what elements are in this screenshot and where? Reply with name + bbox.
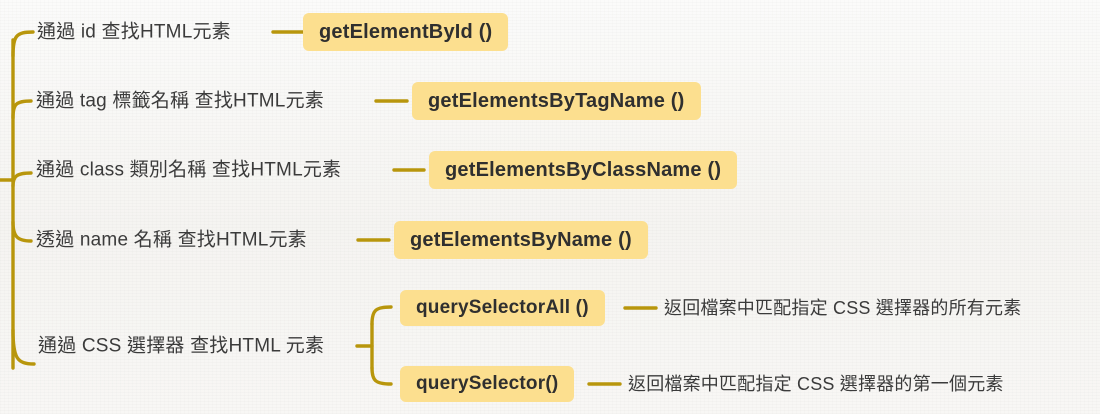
method-chip-query-selector[interactable]: querySelector() <box>400 366 575 402</box>
branch-label-by-tag[interactable]: 通過 tag 標籤名稱 查找HTML元素 <box>36 90 324 112</box>
branch-label-by-css[interactable]: 通過 CSS 選擇器 查找HTML 元素 <box>38 335 325 357</box>
branch-line-by-id <box>11 30 35 58</box>
method-chip-get-element-by-id[interactable]: getElementById () <box>303 13 509 51</box>
branch-line-by-tag <box>11 99 33 120</box>
method-chip-get-elements-by-class-name[interactable]: getElementsByClassName () <box>429 151 738 189</box>
branch-label-by-name[interactable]: 透過 name 名稱 查找HTML元素 <box>36 229 307 251</box>
method-chip-query-selector-all[interactable]: querySelectorAll () <box>400 290 605 326</box>
branch-line-by-name <box>11 220 33 243</box>
method-chip-get-elements-by-name[interactable]: getElementsByName () <box>394 221 648 259</box>
branch-label-by-id[interactable]: 通過 id 查找HTML元素 <box>37 21 231 43</box>
method-chip-get-elements-by-tag-name[interactable]: getElementsByTagName () <box>412 82 701 120</box>
description-query-selector: 返回檔案中匹配指定 CSS 選擇器的第一個元素 <box>628 374 1004 394</box>
description-query-selector-all: 返回檔案中匹配指定 CSS 選擇器的所有元素 <box>664 298 1022 318</box>
branch-line-by-class <box>11 171 33 188</box>
css-branch-line-one <box>370 366 393 386</box>
branch-line-by-css <box>11 328 36 366</box>
css-branch-line-all <box>370 305 393 326</box>
branch-label-by-class[interactable]: 通過 class 類別名稱 查找HTML元素 <box>36 159 342 181</box>
